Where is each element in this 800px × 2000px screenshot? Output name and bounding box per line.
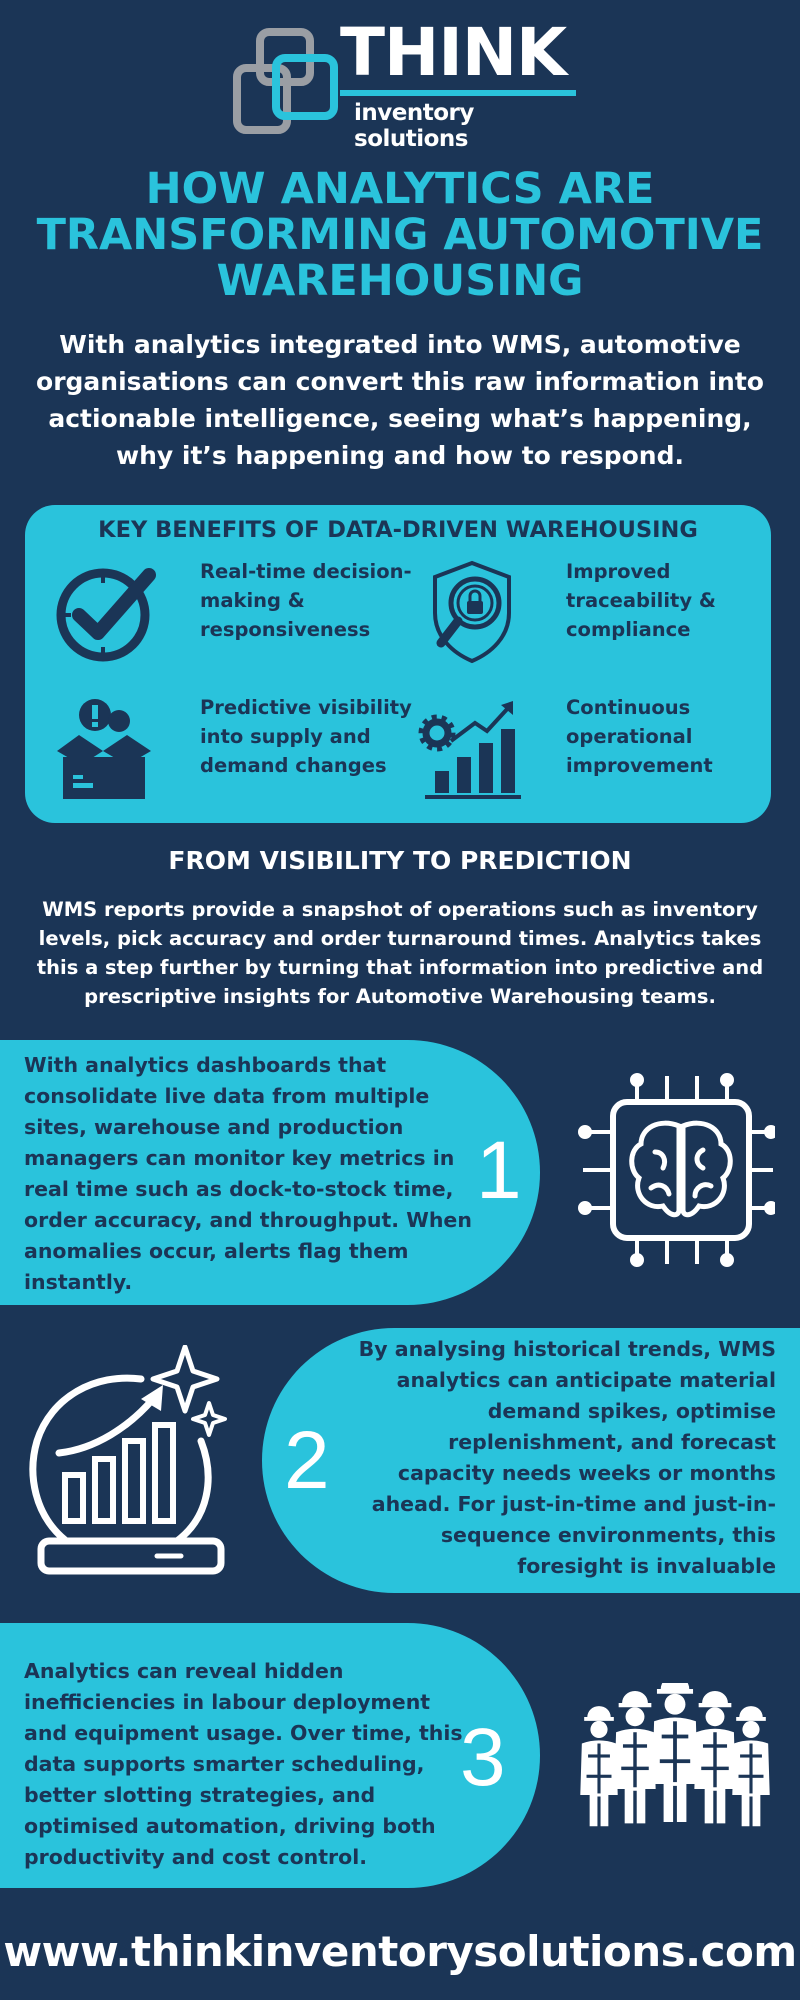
benefit-item: Continuous operational improvement [409,693,769,803]
section-heading: FROM VISIBILITY TO PREDICTION [168,846,632,875]
benefit-item: Real-time decision-making & responsivene… [43,557,412,667]
benefit-label: Improved traceability & compliance [566,560,716,641]
benefit-label: Predictive visibility into supply and de… [200,696,412,777]
workers-team-icon [580,1683,770,1827]
shield-magnifier-lock-icon [433,560,511,664]
benefit-label: Continuous operational improvement [566,696,713,777]
step-number: 2 [284,1415,330,1506]
step-card: 2 By analysing historical trends, WMS an… [262,1328,800,1593]
page-title: HOW ANALYTICS ARE TRANSFORMING AUTOMOTIV… [36,164,764,306]
benefit-label: Real-time decision-making & responsivene… [200,560,412,641]
benefit-item: Predictive visibility into supply and de… [43,693,412,803]
step-card: Analytics can reveal hidden inefficienci… [0,1623,540,1888]
clock-check-icon [56,568,156,662]
logo: THINK inventory solutions [230,14,590,152]
benefits-heading: KEY BENEFITS OF DATA-DRIVEN WAREHOUSING [98,517,698,543]
brain-chip-icon [578,1073,775,1267]
step-text: By analysing historical trends, WMS anal… [358,1337,776,1578]
website-url[interactable]: www.thinkinventorysolutions.com [3,1927,797,1976]
step-card: With analytics dashboards that consolida… [0,1040,540,1305]
logo-wordmark: THINK [340,14,567,91]
logo-rule [340,90,576,96]
logo-subtitle: inventory solutions [354,100,474,152]
step-text: With analytics dashboards that consolida… [24,1053,472,1294]
intro-text: With analytics integrated into WMS, auto… [36,330,764,470]
benefit-item: Improved traceability & compliance [409,557,769,667]
open-box-alert-icon [57,699,151,799]
logo-squares-icon [233,28,338,134]
gear-growth-chart-icon [418,701,521,799]
step-number: 1 [476,1125,522,1216]
step-number: 3 [460,1712,506,1803]
section-body: WMS reports provide a snapshot of operat… [36,898,764,1008]
step-text: Analytics can reveal hidden inefficienci… [24,1659,463,1869]
crystal-ball-chart-icon [29,1345,227,1575]
benefits-panel: KEY BENEFITS OF DATA-DRIVEN WAREHOUSING … [25,505,771,823]
